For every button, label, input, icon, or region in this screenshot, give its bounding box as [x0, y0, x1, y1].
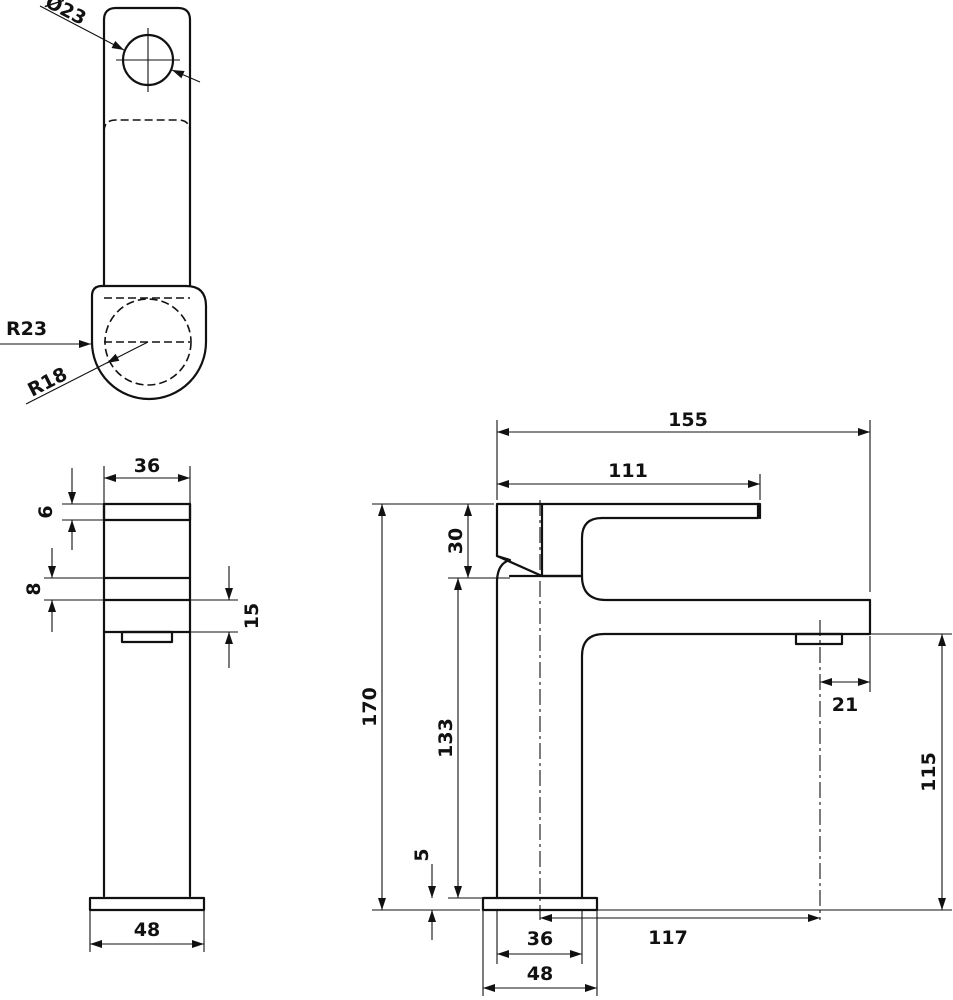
dim-diameter-23: Ø23 [42, 0, 90, 30]
dim-height-5: 5 [411, 848, 433, 861]
top-view-lever-outline [102, 6, 192, 288]
dim-width-48: 48 [134, 919, 160, 941]
dim-offset-21: 21 [832, 694, 858, 716]
front-aerator [120, 630, 174, 644]
front-base-plate [88, 896, 206, 912]
dim-width-side-48: 48 [527, 963, 553, 985]
r18-leader [25, 341, 149, 405]
dim-length-155: 155 [668, 409, 708, 431]
dim-height-8: 8 [23, 582, 45, 595]
dim-width-36: 36 [134, 455, 160, 477]
dim-length-111: 111 [608, 460, 648, 482]
r18-arrow [106, 353, 120, 364]
dim-height-30: 30 [445, 528, 467, 554]
dim-height-115: 115 [918, 752, 940, 792]
dim-length-117: 117 [648, 927, 688, 949]
dia-leader-a [39, 5, 125, 51]
dim-height-170: 170 [359, 687, 381, 727]
top-view: Ø23 R23 R18 [0, 0, 208, 405]
dia-leader-b [171, 69, 201, 83]
hidden-lever-groove [103, 119, 191, 133]
lever-wedge [495, 554, 544, 578]
dim-radius-18: R18 [24, 363, 71, 401]
dim-height-133: 133 [435, 718, 457, 758]
side-view: 155 111 170 30 133 5 21 115 117 [359, 409, 952, 996]
dim-width-side-36: 36 [527, 928, 553, 950]
side-view-spout [540, 502, 872, 900]
hidden-body-circle [104, 298, 192, 386]
front-view-lever [102, 502, 192, 522]
front-view: 36 6 8 15 48 [23, 455, 263, 952]
side-aerator [794, 632, 844, 646]
dim-height-6: 6 [35, 505, 57, 518]
side-view-body-outline [495, 502, 760, 900]
dim-radius-23: R23 [6, 318, 47, 340]
dim-height-15: 15 [241, 603, 263, 629]
base-outline [90, 284, 208, 401]
